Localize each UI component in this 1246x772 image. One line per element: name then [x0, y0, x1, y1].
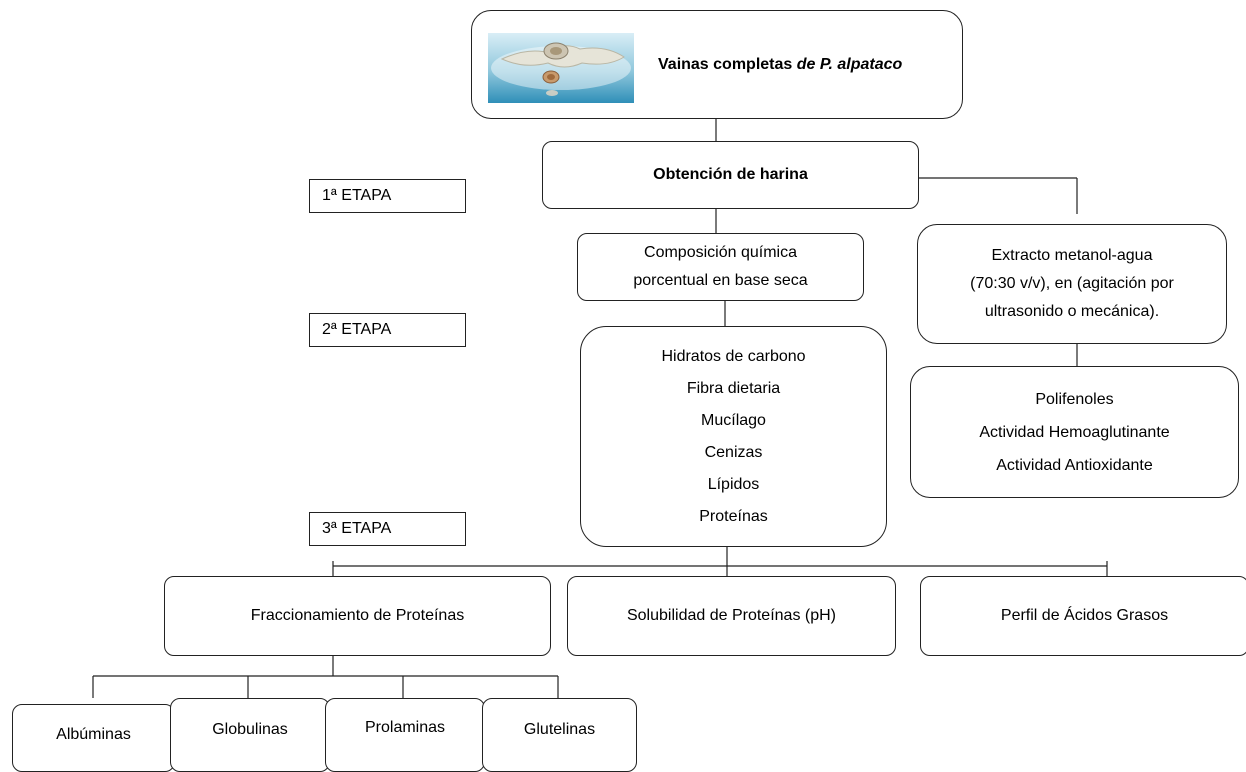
composition-box: Composición química porcentual en base s…: [577, 233, 864, 301]
flour-box: Obtención de harina: [542, 141, 919, 209]
extract-box: Extracto metanol-agua (70:30 v/v), en (a…: [917, 224, 1227, 344]
stage-1-label: 1ª ETAPA: [309, 179, 466, 213]
protein-solubility-box: Solubilidad de Proteínas (pH): [567, 576, 896, 656]
pods-title: Vainas completas de P. alpataco: [658, 55, 903, 73]
components-box: Hidratos de carbono Fibra dietaria Mucíl…: [580, 326, 887, 547]
fraction-prolaminas: Prolaminas: [325, 698, 485, 772]
pods-photo: [488, 33, 634, 103]
stage-2-label: 2ª ETAPA: [309, 313, 466, 347]
protein-fractionation-box: Fraccionamiento de Proteínas: [164, 576, 551, 656]
fatty-acid-profile-box: Perfil de Ácidos Grasos: [920, 576, 1246, 656]
fraction-glutelinas: Glutelinas: [482, 698, 637, 772]
activities-box: Polifenoles Actividad Hemoaglutinante Ac…: [910, 366, 1239, 498]
fraction-globulinas: Globulinas: [170, 698, 330, 772]
stage-3-label: 3ª ETAPA: [309, 512, 466, 546]
